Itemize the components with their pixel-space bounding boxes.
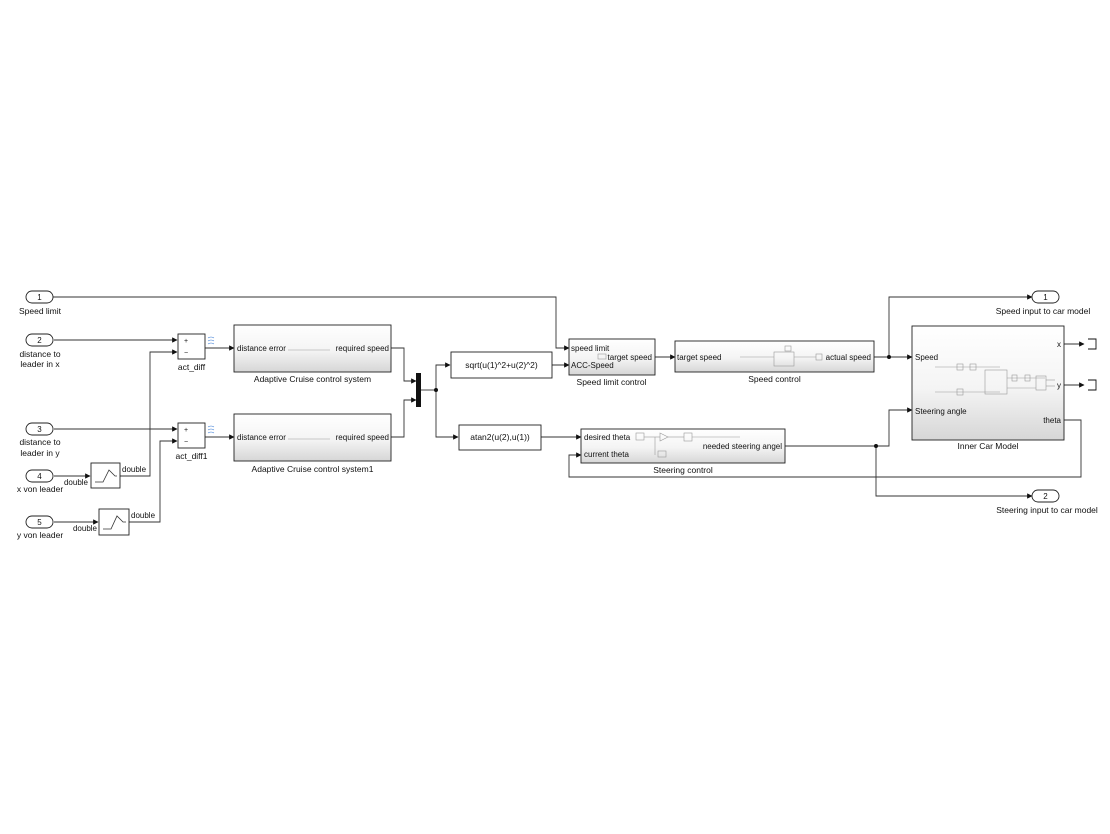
signal-logging-icon	[207, 336, 215, 345]
car-out-x-label: x	[1057, 340, 1061, 349]
sum-block-label: act_diff	[178, 362, 206, 372]
steering-control-subsystem[interactable]: desired theta current theta needed steer…	[580, 428, 786, 475]
steering-in2-label: current theta	[584, 450, 629, 459]
outport-label: Speed input to car model	[996, 306, 1091, 316]
outport-number: 2	[1043, 492, 1048, 501]
fcn-expression: atan2(u(2),u(1))	[470, 432, 530, 442]
converter-out-type: double	[122, 465, 147, 474]
inner-preview	[935, 363, 1055, 396]
inport-distance-x[interactable]: 2 distance to leader in x	[19, 333, 61, 369]
speed-limit-control-subsystem[interactable]: speed limit ACC-Speed target speed Speed…	[568, 338, 656, 387]
inner-preview	[740, 345, 823, 367]
inport-number: 5	[37, 518, 42, 527]
acc-block-label: Adaptive Cruise control system	[254, 374, 371, 384]
car-model-block-label: Inner Car Model	[958, 441, 1019, 451]
inport-speed-limit[interactable]: 1 Speed limit	[19, 290, 62, 316]
converter-in-type: double	[64, 478, 89, 487]
speed-limit-in2-label: ACC-Speed	[571, 361, 614, 370]
acc-in-port-label: distance error	[237, 344, 286, 353]
inport-number: 4	[37, 472, 42, 481]
outport-speed-input[interactable]: 1 Speed input to car model	[996, 290, 1091, 316]
converter-in-type: double	[73, 524, 98, 533]
speed-control-subsystem[interactable]: target speed actual speed Speed control	[674, 340, 875, 384]
car-out-y-label: y	[1057, 381, 1061, 390]
steering-out-label: needed steering angel	[703, 442, 782, 451]
acc-in-port-label: distance error	[237, 433, 286, 442]
inport-label: leader in y	[20, 448, 60, 458]
inner-preview	[635, 432, 740, 458]
inport-label: x von leader	[17, 484, 63, 494]
outport-number: 1	[1043, 293, 1048, 302]
acc-subsystem[interactable]: distance error required speed Adaptive C…	[233, 324, 392, 384]
inport-number: 2	[37, 336, 42, 345]
steering-in1-label: desired theta	[584, 433, 631, 442]
sum-block-act-diff[interactable]: + − act_diff	[177, 333, 215, 372]
sum-block-act-diff1[interactable]: + − act_diff1	[176, 422, 215, 461]
speed-control-in-label: target speed	[677, 353, 721, 362]
sum-block-label: act_diff1	[176, 451, 208, 461]
inport-label: distance to	[19, 437, 60, 447]
speed-limit-out-label: target speed	[608, 353, 652, 362]
inport-label: distance to	[19, 349, 60, 359]
inport-label: leader in x	[20, 359, 60, 369]
speed-limit-block-label: Speed limit control	[577, 377, 647, 387]
mux-block[interactable]	[416, 373, 421, 407]
acc-block-label: Adaptive Cruise control system1	[252, 464, 374, 474]
inport-distance-y[interactable]: 3 distance to leader in y	[19, 422, 61, 458]
sum-sign-plus: +	[184, 338, 188, 345]
signal-lines	[53, 294, 1085, 525]
fcn-expression: sqrt(u(1)^2+u(2)^2)	[465, 360, 538, 370]
car-in-speed-label: Speed	[915, 353, 938, 362]
car-out-theta-label: theta	[1043, 416, 1061, 425]
speed-limit-in1-label: speed limit	[571, 344, 610, 353]
sum-sign-minus: −	[184, 439, 188, 446]
data-type-converter-x[interactable]: double double	[64, 462, 147, 489]
car-in-steering-label: Steering angle	[915, 407, 967, 416]
inport-label: y von leader	[17, 530, 63, 540]
sum-sign-plus: +	[184, 427, 188, 434]
fcn-block-magnitude[interactable]: sqrt(u(1)^2+u(2)^2)	[450, 351, 553, 379]
terminator-y[interactable]	[1088, 379, 1097, 391]
signal-logging-icon	[207, 425, 215, 434]
inport-number: 3	[37, 425, 42, 434]
fcn-block-angle[interactable]: atan2(u(2),u(1))	[458, 424, 542, 451]
branch-points	[434, 355, 891, 448]
steering-block-label: Steering control	[653, 465, 713, 475]
inner-car-model-subsystem[interactable]: Speed Steering angle x y theta Inner Car…	[911, 325, 1065, 451]
inport-number: 1	[37, 293, 42, 302]
speed-control-block-label: Speed control	[748, 374, 801, 384]
outport-label: Steering input to car model	[996, 505, 1098, 515]
converter-out-type: double	[131, 511, 156, 520]
acc-subsystem-1[interactable]: distance error required speed Adaptive C…	[233, 413, 392, 474]
sum-sign-minus: −	[184, 350, 188, 357]
acc-out-port-label: required speed	[336, 344, 389, 353]
data-type-converter-y[interactable]: double double	[73, 508, 156, 536]
inport-label: Speed limit	[19, 306, 62, 316]
inport-x-von-leader[interactable]: 4 x von leader	[17, 469, 63, 494]
speed-control-out-label: actual speed	[826, 353, 871, 362]
acc-out-port-label: required speed	[336, 433, 389, 442]
terminator-x[interactable]	[1088, 338, 1097, 350]
inport-y-von-leader[interactable]: 5 y von leader	[17, 515, 63, 540]
outport-steering-input[interactable]: 2 Steering input to car model	[996, 489, 1098, 515]
